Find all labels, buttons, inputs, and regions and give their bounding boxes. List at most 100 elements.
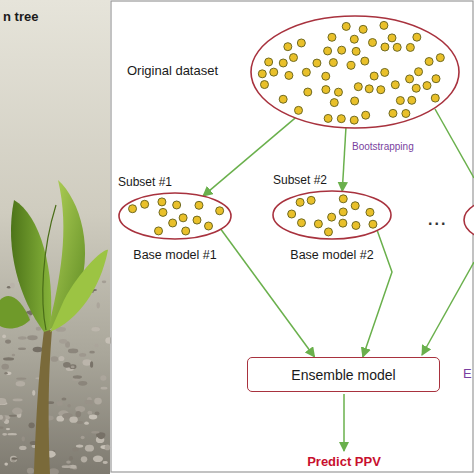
data-point — [352, 47, 360, 55]
model-name: Base model #1 — [133, 248, 216, 262]
data-point — [260, 81, 268, 89]
data-point — [158, 198, 166, 206]
data-point — [288, 210, 296, 218]
node-heading: Original dataset — [127, 64, 218, 79]
data-point — [365, 85, 373, 93]
data-point — [313, 59, 321, 67]
data-point — [389, 109, 397, 117]
partial-subset — [464, 194, 474, 246]
data-point — [338, 46, 346, 54]
data-point — [193, 216, 201, 224]
data-point — [342, 22, 350, 30]
data-point — [368, 39, 376, 47]
data-point — [169, 219, 177, 227]
data-point — [350, 116, 358, 124]
data-point — [328, 33, 336, 41]
panel-frame — [111, 1, 473, 472]
data-point — [423, 82, 431, 90]
data-point — [296, 198, 304, 206]
data-point — [408, 96, 416, 104]
data-point — [329, 59, 337, 67]
data-point — [347, 61, 355, 69]
data-point — [339, 219, 347, 227]
data-point — [412, 84, 420, 92]
data-point — [391, 81, 399, 89]
data-point — [258, 70, 266, 78]
data-point — [381, 43, 389, 51]
data-point — [406, 75, 414, 83]
connector-arrow — [342, 128, 346, 192]
data-point — [304, 88, 312, 96]
data-point — [285, 71, 293, 79]
data-point — [406, 43, 414, 51]
data-point — [361, 57, 369, 65]
data-point — [302, 68, 310, 76]
data-point — [307, 196, 315, 204]
data-point — [322, 86, 330, 94]
data-point — [322, 72, 330, 80]
data-point — [159, 208, 167, 216]
data-point — [265, 58, 273, 66]
data-point — [362, 111, 370, 119]
merge-line — [422, 262, 474, 355]
data-point — [324, 114, 332, 122]
output-arrow — [343, 394, 345, 451]
data-point — [388, 34, 396, 42]
data-point — [396, 97, 404, 105]
data-point — [381, 68, 389, 76]
bootstrap-line — [435, 109, 474, 178]
data-point — [337, 115, 345, 123]
ensemble-box: Ensemble model — [247, 357, 440, 392]
data-point — [359, 25, 367, 33]
data-point — [330, 99, 338, 107]
data-point — [155, 227, 163, 235]
data-point — [377, 86, 385, 94]
data-point — [182, 227, 190, 235]
data-point — [179, 214, 187, 222]
subset-ellipse: Subset #2Base model #2 — [272, 190, 392, 240]
data-point — [295, 106, 303, 114]
step-label: Bootstrapping — [350, 141, 416, 153]
data-point — [328, 213, 336, 221]
data-point — [436, 54, 444, 62]
data-point — [413, 33, 421, 41]
ellipse-outline — [118, 192, 232, 240]
data-point — [289, 54, 297, 62]
data-point — [334, 88, 342, 96]
data-point — [366, 208, 374, 216]
model-name: Base model #2 — [290, 248, 373, 262]
data-point — [370, 72, 378, 80]
ellipse-outline — [272, 190, 392, 240]
data-point — [425, 58, 433, 66]
data-point — [351, 202, 359, 210]
data-point — [205, 222, 213, 230]
seedling-photo — [0, 0, 113, 474]
data-point — [216, 207, 224, 215]
dataset-ellipse: Original dataset — [250, 15, 460, 129]
data-point — [270, 68, 278, 76]
output-label: Predict PPV — [307, 455, 381, 470]
data-point — [351, 97, 359, 105]
subset-title: Subset #1 — [118, 176, 172, 190]
data-point — [129, 205, 137, 213]
cut-label: E — [463, 367, 472, 382]
data-point — [431, 94, 439, 102]
data-point — [339, 195, 347, 203]
data-point — [324, 228, 332, 236]
data-point — [352, 221, 360, 229]
data-point — [195, 201, 203, 209]
data-point — [415, 68, 423, 76]
ellipse-outline — [250, 15, 460, 129]
data-point — [297, 39, 305, 47]
data-point — [279, 59, 287, 67]
data-point — [284, 43, 292, 51]
ellipsis: ... — [428, 211, 447, 229]
data-point — [350, 35, 358, 43]
photo-caption: n tree — [3, 10, 38, 25]
subset-ellipse: Subset #1Base model #1 — [118, 192, 232, 240]
data-point — [393, 43, 401, 51]
data-point — [173, 201, 181, 209]
subset-title: Subset #2 — [273, 174, 327, 188]
data-point — [339, 208, 347, 216]
